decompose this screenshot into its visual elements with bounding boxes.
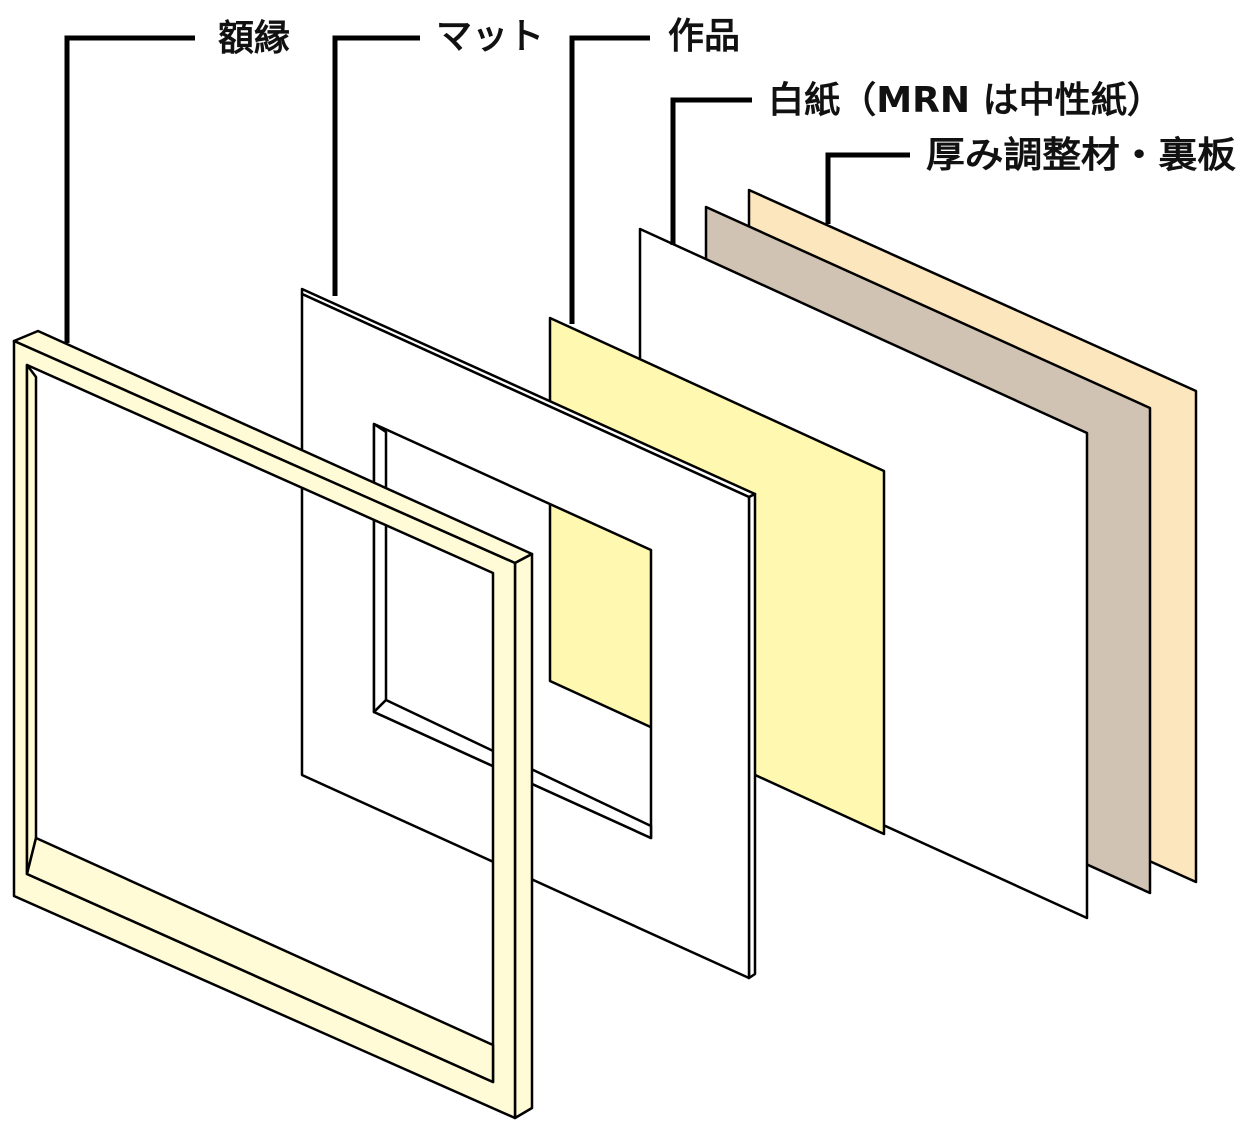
mat-label: マット <box>436 16 544 57</box>
frame-inner-lip-bottom <box>25 836 495 1084</box>
artwork-label: 作品 <box>668 16 740 57</box>
frame-leader-line <box>64 35 195 343</box>
mat-layer <box>300 287 757 980</box>
mat-leader-line <box>332 35 420 296</box>
white-paper-label: 白紙（MRN は中性紙） <box>768 80 1163 121</box>
frame-layer <box>12 329 534 1120</box>
backing-leader-line <box>825 152 910 224</box>
frame-inner-lip-left <box>25 363 38 876</box>
frame-label: 額縁 <box>218 18 290 59</box>
artwork-leader-line <box>569 35 650 324</box>
frame-side-edge <box>513 552 534 1120</box>
backing-label: 厚み調整材・裏板 <box>926 135 1236 176</box>
white-paper-leader-line <box>670 97 752 245</box>
mat-window-bevel-left <box>372 422 388 714</box>
